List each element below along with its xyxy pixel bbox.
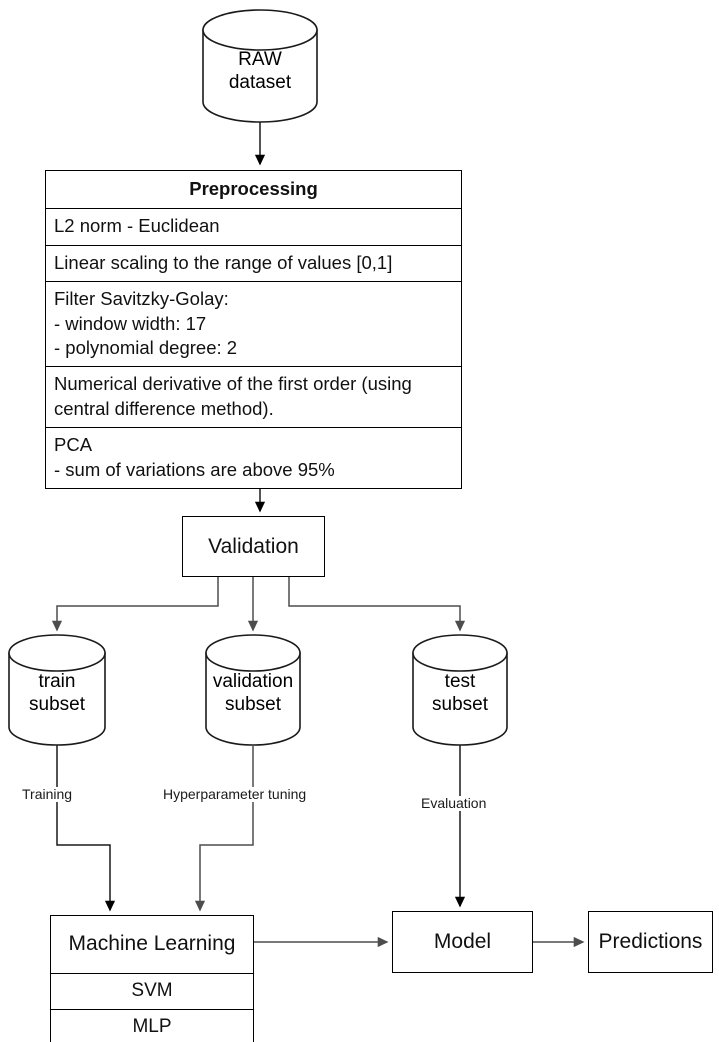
preprocessing-row-l2norm: L2 norm - Euclidean <box>46 209 461 246</box>
preprocessing-row-pca: PCA - sum of variations are above 95% <box>54 434 335 480</box>
predictions-box: Predictions <box>588 911 713 973</box>
validation-box: Validation <box>182 516 325 577</box>
machine-learning-algorithm-mlp: MLP <box>132 1016 172 1037</box>
preprocessing-table: Preprocessing L2 norm - Euclidean Linear… <box>45 170 462 490</box>
machine-learning-title: Machine Learning <box>51 916 253 974</box>
validation-subset-label: validation subset <box>212 670 294 715</box>
edge-label-training: Training <box>22 786 73 803</box>
preprocessing-row-linear-scaling: Linear scaling to the range of values [0… <box>46 246 461 283</box>
edge-validation-to-train <box>51 577 219 632</box>
raw-dataset-label: RAW dataset <box>228 48 292 93</box>
preprocessing-row-derivative: Numerical derivative of the first order … <box>46 367 461 429</box>
edge-label-hyperparameter-tuning: Hyperparameter tuning <box>163 786 307 803</box>
edge-label-evaluation: Evaluation <box>421 795 487 812</box>
test-subset-label: test subset <box>432 670 488 715</box>
machine-learning-box: Machine Learning SVM MLP <box>50 915 254 1042</box>
preprocessing-row-savitzky-golay: Filter Savitzky-Golay: - window width: 1… <box>46 282 461 368</box>
model-box: Model <box>392 911 533 973</box>
edge-validation-to-test <box>288 577 466 632</box>
train-subset-label: train subset <box>29 670 85 715</box>
machine-learning-algorithm-svm: SVM <box>51 974 253 1010</box>
edge-validation-subset-to-ml <box>194 745 254 912</box>
preprocessing-header: Preprocessing <box>46 171 461 210</box>
edge-train-to-ml <box>56 745 116 912</box>
